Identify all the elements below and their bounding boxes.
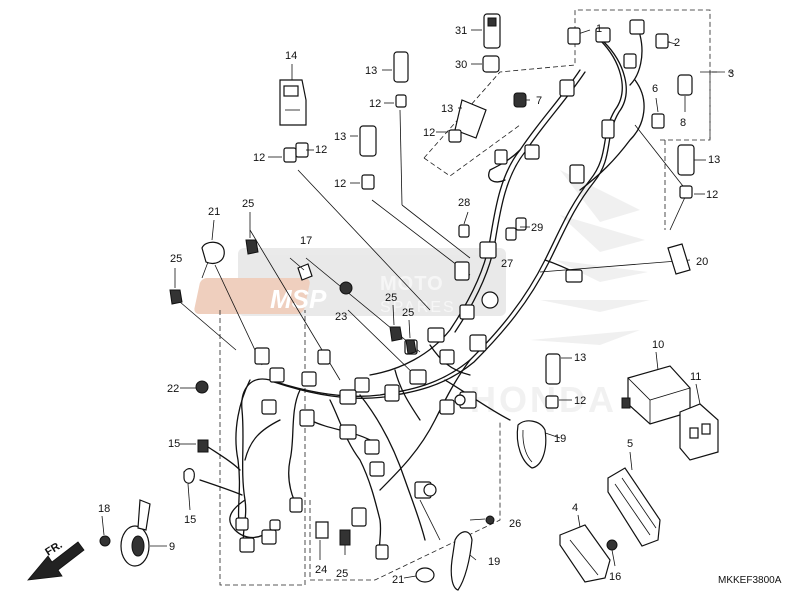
callout-labels: 1 2 3 4 5 6 7 8 9 10 11 12 12 12 12 12 1… bbox=[98, 23, 734, 586]
callout-27: 27 bbox=[501, 258, 513, 270]
watermark-text-line1: MOTO bbox=[380, 273, 444, 295]
main-wire-harness bbox=[199, 34, 645, 556]
front-arrow-icon bbox=[27, 541, 85, 581]
callout-13d: 13 bbox=[708, 154, 720, 166]
clips-25 bbox=[169, 239, 417, 546]
callout-12e: 12 bbox=[334, 178, 346, 190]
callout-24: 24 bbox=[315, 564, 327, 576]
callout-25d: 25 bbox=[402, 307, 414, 319]
part-17-clip bbox=[289, 257, 313, 281]
callout-25c: 25 bbox=[385, 292, 397, 304]
callout-29: 29 bbox=[531, 222, 543, 234]
harness-connectors bbox=[235, 19, 645, 560]
part-20-clamp bbox=[667, 243, 691, 275]
callout-22: 22 bbox=[167, 383, 179, 395]
callout-18: 18 bbox=[98, 503, 110, 515]
part-21-boot bbox=[201, 241, 225, 279]
callout-14: 14 bbox=[285, 50, 297, 62]
callout-7: 7 bbox=[536, 95, 542, 107]
part-22-nut bbox=[195, 380, 209, 394]
callout-13e: 13 bbox=[574, 352, 586, 364]
callout-8: 8 bbox=[680, 117, 686, 129]
callout-19b: 19 bbox=[488, 556, 500, 568]
callout-2: 2 bbox=[674, 37, 680, 49]
callout-1: 1 bbox=[596, 23, 602, 35]
part-23-bolt bbox=[339, 281, 353, 295]
callout-21b: 21 bbox=[392, 574, 404, 586]
callout-19a: 19 bbox=[554, 433, 566, 445]
callout-17: 17 bbox=[300, 235, 312, 247]
callout-25e: 25 bbox=[336, 568, 348, 580]
part-24-clip bbox=[315, 521, 329, 539]
callout-10: 10 bbox=[652, 339, 664, 351]
watermark-text-line2: SPARES bbox=[380, 299, 456, 316]
part-7-grommet bbox=[513, 92, 527, 108]
diagram-ref-code: MKKEF3800A bbox=[718, 575, 782, 586]
part-21-ring bbox=[415, 567, 435, 583]
part-18-bolt bbox=[99, 535, 111, 547]
part-2-connector bbox=[655, 33, 669, 49]
clips-15 bbox=[183, 439, 209, 484]
callout-21a: 21 bbox=[208, 206, 220, 218]
part-6-part-8-connectors bbox=[651, 74, 693, 129]
callout-20: 20 bbox=[696, 256, 708, 268]
part-30-connector bbox=[482, 55, 500, 73]
part-31-relay bbox=[483, 13, 501, 49]
part-5-bracket bbox=[607, 467, 661, 547]
watermark-brand: HONDA bbox=[470, 379, 617, 420]
callout-15b: 15 bbox=[184, 514, 196, 526]
relays-13-12 bbox=[283, 51, 695, 409]
callout-13a: 13 bbox=[365, 65, 377, 77]
callout-23: 23 bbox=[335, 311, 347, 323]
callout-26: 26 bbox=[509, 518, 521, 530]
callout-25a: 25 bbox=[242, 198, 254, 210]
watermark-wing-logo bbox=[530, 170, 650, 345]
bands-19 bbox=[450, 420, 547, 591]
part-14-relay bbox=[279, 79, 307, 126]
callout-28: 28 bbox=[458, 197, 470, 209]
callout-30: 30 bbox=[455, 59, 467, 71]
part-1-connector bbox=[567, 27, 581, 45]
watermark-logo: MSP bbox=[194, 278, 327, 314]
callout-6: 6 bbox=[652, 83, 658, 95]
part-11-cover bbox=[679, 403, 719, 461]
part-4-bracket bbox=[559, 524, 611, 583]
callout-5: 5 bbox=[627, 438, 633, 450]
label-dashes bbox=[101, 29, 706, 579]
callout-4: 4 bbox=[572, 502, 578, 514]
callout-12c: 12 bbox=[253, 152, 265, 164]
front-direction-marker: FR. bbox=[27, 539, 85, 581]
part-16-bolt bbox=[606, 539, 618, 551]
part-26-bolt bbox=[485, 515, 495, 525]
callout-9: 9 bbox=[169, 541, 175, 553]
callout-11: 11 bbox=[690, 371, 701, 383]
callout-3: 3 bbox=[728, 68, 734, 80]
callout-15a: 15 bbox=[168, 438, 180, 450]
part-9-horn bbox=[120, 499, 151, 567]
watermark-logo-text: MSP bbox=[270, 284, 327, 314]
callout-25b: 25 bbox=[170, 253, 182, 265]
callout-31: 31 bbox=[455, 25, 467, 37]
callout-12b: 12 bbox=[423, 127, 435, 139]
callout-12f: 12 bbox=[706, 189, 718, 201]
callout-12a: 12 bbox=[369, 98, 381, 110]
callout-12g: 12 bbox=[574, 395, 586, 407]
callout-13b: 13 bbox=[441, 103, 453, 115]
callout-12d: 12 bbox=[315, 144, 327, 156]
callout-13c: 13 bbox=[334, 131, 346, 143]
callout-16: 16 bbox=[609, 571, 621, 583]
